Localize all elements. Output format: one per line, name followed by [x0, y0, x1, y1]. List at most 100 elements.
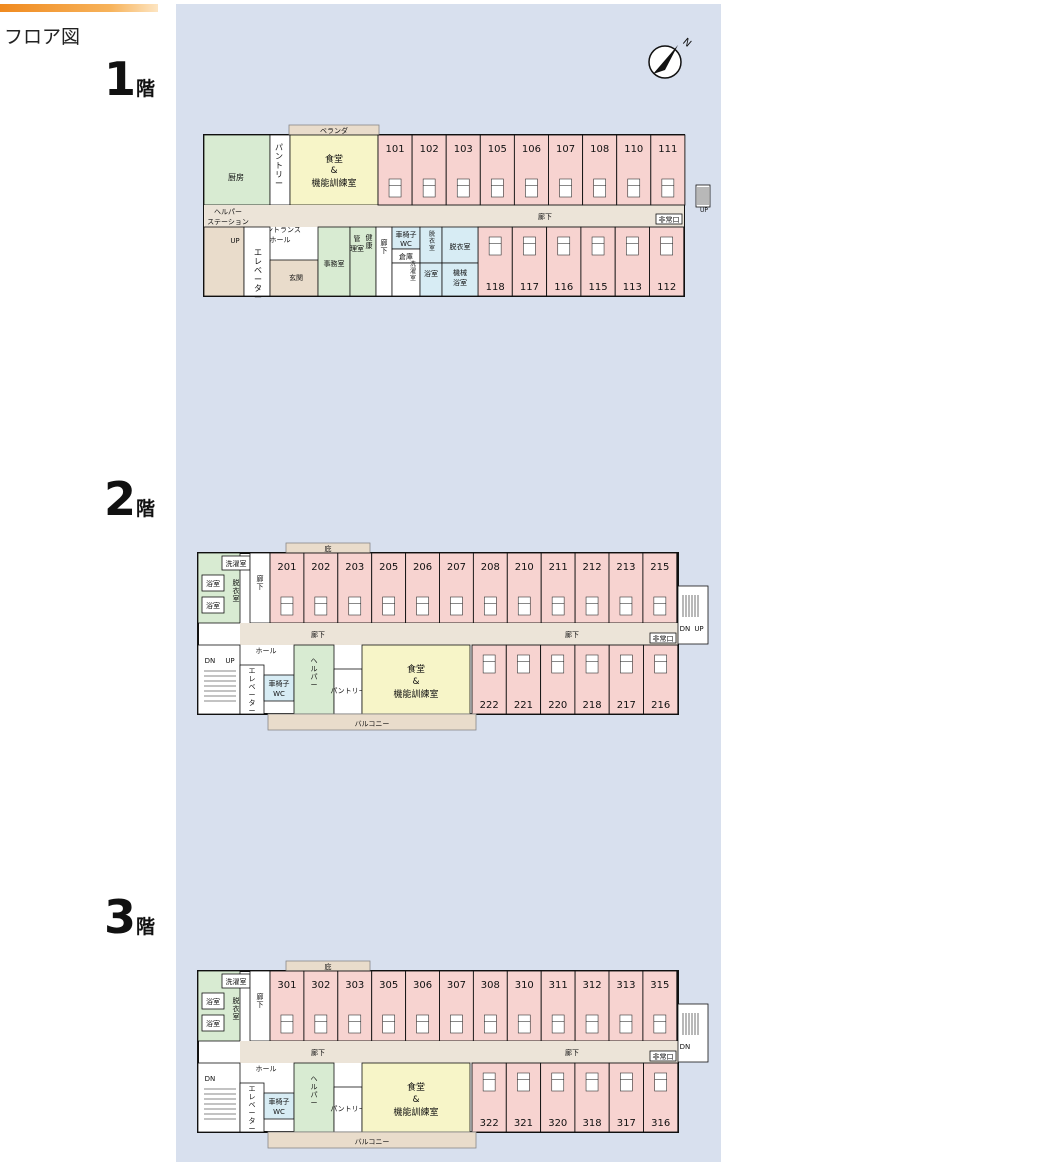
- dn-label: DN: [205, 657, 216, 665]
- stair-area: [197, 1062, 241, 1133]
- dressing-label: 脱衣室: [233, 578, 240, 603]
- corridor: [204, 205, 684, 227]
- bed-icon: [551, 1072, 565, 1092]
- label-char: ー: [249, 1109, 256, 1117]
- room-number: 110: [624, 144, 643, 155]
- label-char: ヘ: [311, 1075, 318, 1083]
- room-number: 306: [413, 980, 432, 991]
- corridor-label: 廊下: [311, 630, 325, 639]
- room-number: 202: [311, 562, 330, 573]
- bed-icon: [482, 1072, 496, 1092]
- balcony: [267, 1131, 477, 1149]
- balcony-label: バルコニー: [355, 720, 390, 728]
- hall-label: ホール: [256, 647, 277, 655]
- room-number: 322: [480, 1118, 499, 1129]
- bed-icon: [557, 236, 571, 256]
- label-char: 下: [381, 247, 388, 255]
- eaves-label: 庇: [325, 962, 332, 971]
- label-char: タ: [249, 698, 256, 707]
- entrance-hall-label: エントランス: [259, 226, 301, 234]
- manager-room: [349, 226, 377, 297]
- dining-label: 食堂: [407, 1081, 425, 1093]
- bed-icon: [388, 178, 402, 198]
- room-number: 112: [657, 282, 676, 293]
- bed-icon: [591, 236, 605, 256]
- room-number: 108: [590, 144, 609, 155]
- dining-amp: &: [412, 677, 419, 687]
- training-label: 機能訓練室: [393, 688, 438, 700]
- room-number: 208: [481, 562, 500, 573]
- label-char: ル: [311, 665, 318, 673]
- room-number: 106: [522, 144, 541, 155]
- room-number: 111: [658, 144, 677, 155]
- consult-label: 健康: [366, 233, 373, 250]
- label-char: 衣: [233, 586, 240, 595]
- room-number: 221: [514, 700, 533, 711]
- label-char: レ: [254, 257, 262, 266]
- label-char: タ: [249, 1116, 256, 1125]
- bed-icon: [488, 236, 502, 256]
- bed-icon: [314, 1014, 328, 1034]
- bed-icon: [559, 178, 572, 198]
- label-char: エ: [249, 1085, 256, 1093]
- bed-icon: [491, 178, 504, 198]
- room-number: 215: [650, 562, 669, 573]
- room-number: 218: [583, 700, 602, 711]
- floor-number: 1: [104, 52, 136, 106]
- bed-icon: [585, 654, 599, 674]
- corridor-v: [375, 226, 393, 297]
- bath: [419, 262, 443, 297]
- label-char: パ: [311, 673, 318, 681]
- kitchen: [203, 134, 271, 206]
- room-number: 105: [488, 144, 507, 155]
- room-number: 107: [556, 144, 575, 155]
- stair-area: [203, 226, 245, 297]
- bed-icon: [620, 1072, 633, 1092]
- dining-room: [361, 644, 471, 715]
- bed-icon: [517, 1014, 531, 1034]
- dining-amp: &: [330, 166, 337, 176]
- bed-icon: [422, 178, 436, 198]
- room-number: 321: [514, 1118, 533, 1129]
- compass-north-label: N: [680, 36, 693, 49]
- balcony-label: バルコニー: [355, 1138, 390, 1146]
- label-char: ー: [254, 293, 262, 302]
- dining-label: 食堂: [407, 663, 425, 675]
- emergency-label: 非常口: [659, 215, 680, 224]
- label-char: パ: [311, 1091, 318, 1099]
- label-char: ベ: [254, 266, 262, 275]
- label-char: エ: [249, 667, 256, 675]
- room-number: 310: [515, 980, 534, 991]
- bed-icon: [416, 1014, 429, 1034]
- bath: [201, 992, 225, 1010]
- bath-label: 浴室: [206, 997, 220, 1006]
- room-number: 207: [447, 562, 466, 573]
- label-char: ヘ: [311, 657, 318, 665]
- bed-icon: [280, 596, 294, 616]
- bed-icon: [585, 1072, 599, 1092]
- bed-icon: [450, 1014, 463, 1034]
- label-char: 洗: [410, 260, 416, 268]
- label-char: タ: [254, 284, 262, 293]
- label-char: 衣: [233, 1004, 240, 1013]
- bed-icon: [382, 596, 395, 616]
- label-char: 脱: [233, 996, 240, 1005]
- room-number: 103: [454, 144, 473, 155]
- label-char: 廊: [381, 238, 388, 247]
- room-number: 203: [345, 562, 364, 573]
- bed-icon: [416, 596, 429, 616]
- bed-icon: [626, 236, 639, 256]
- room-number: 206: [413, 562, 432, 573]
- floor-suffix: 階: [136, 916, 156, 938]
- room-number: 303: [345, 980, 364, 991]
- corridor: [240, 623, 678, 645]
- dining-room: [361, 1062, 471, 1133]
- elevator-area: [243, 226, 271, 297]
- header-accent-bar: [0, 4, 158, 12]
- room-number: 201: [277, 562, 296, 573]
- stair-area: [197, 644, 241, 715]
- room-number: 220: [548, 700, 567, 711]
- room-number: 117: [520, 282, 539, 293]
- label-char: 廊: [257, 992, 264, 1001]
